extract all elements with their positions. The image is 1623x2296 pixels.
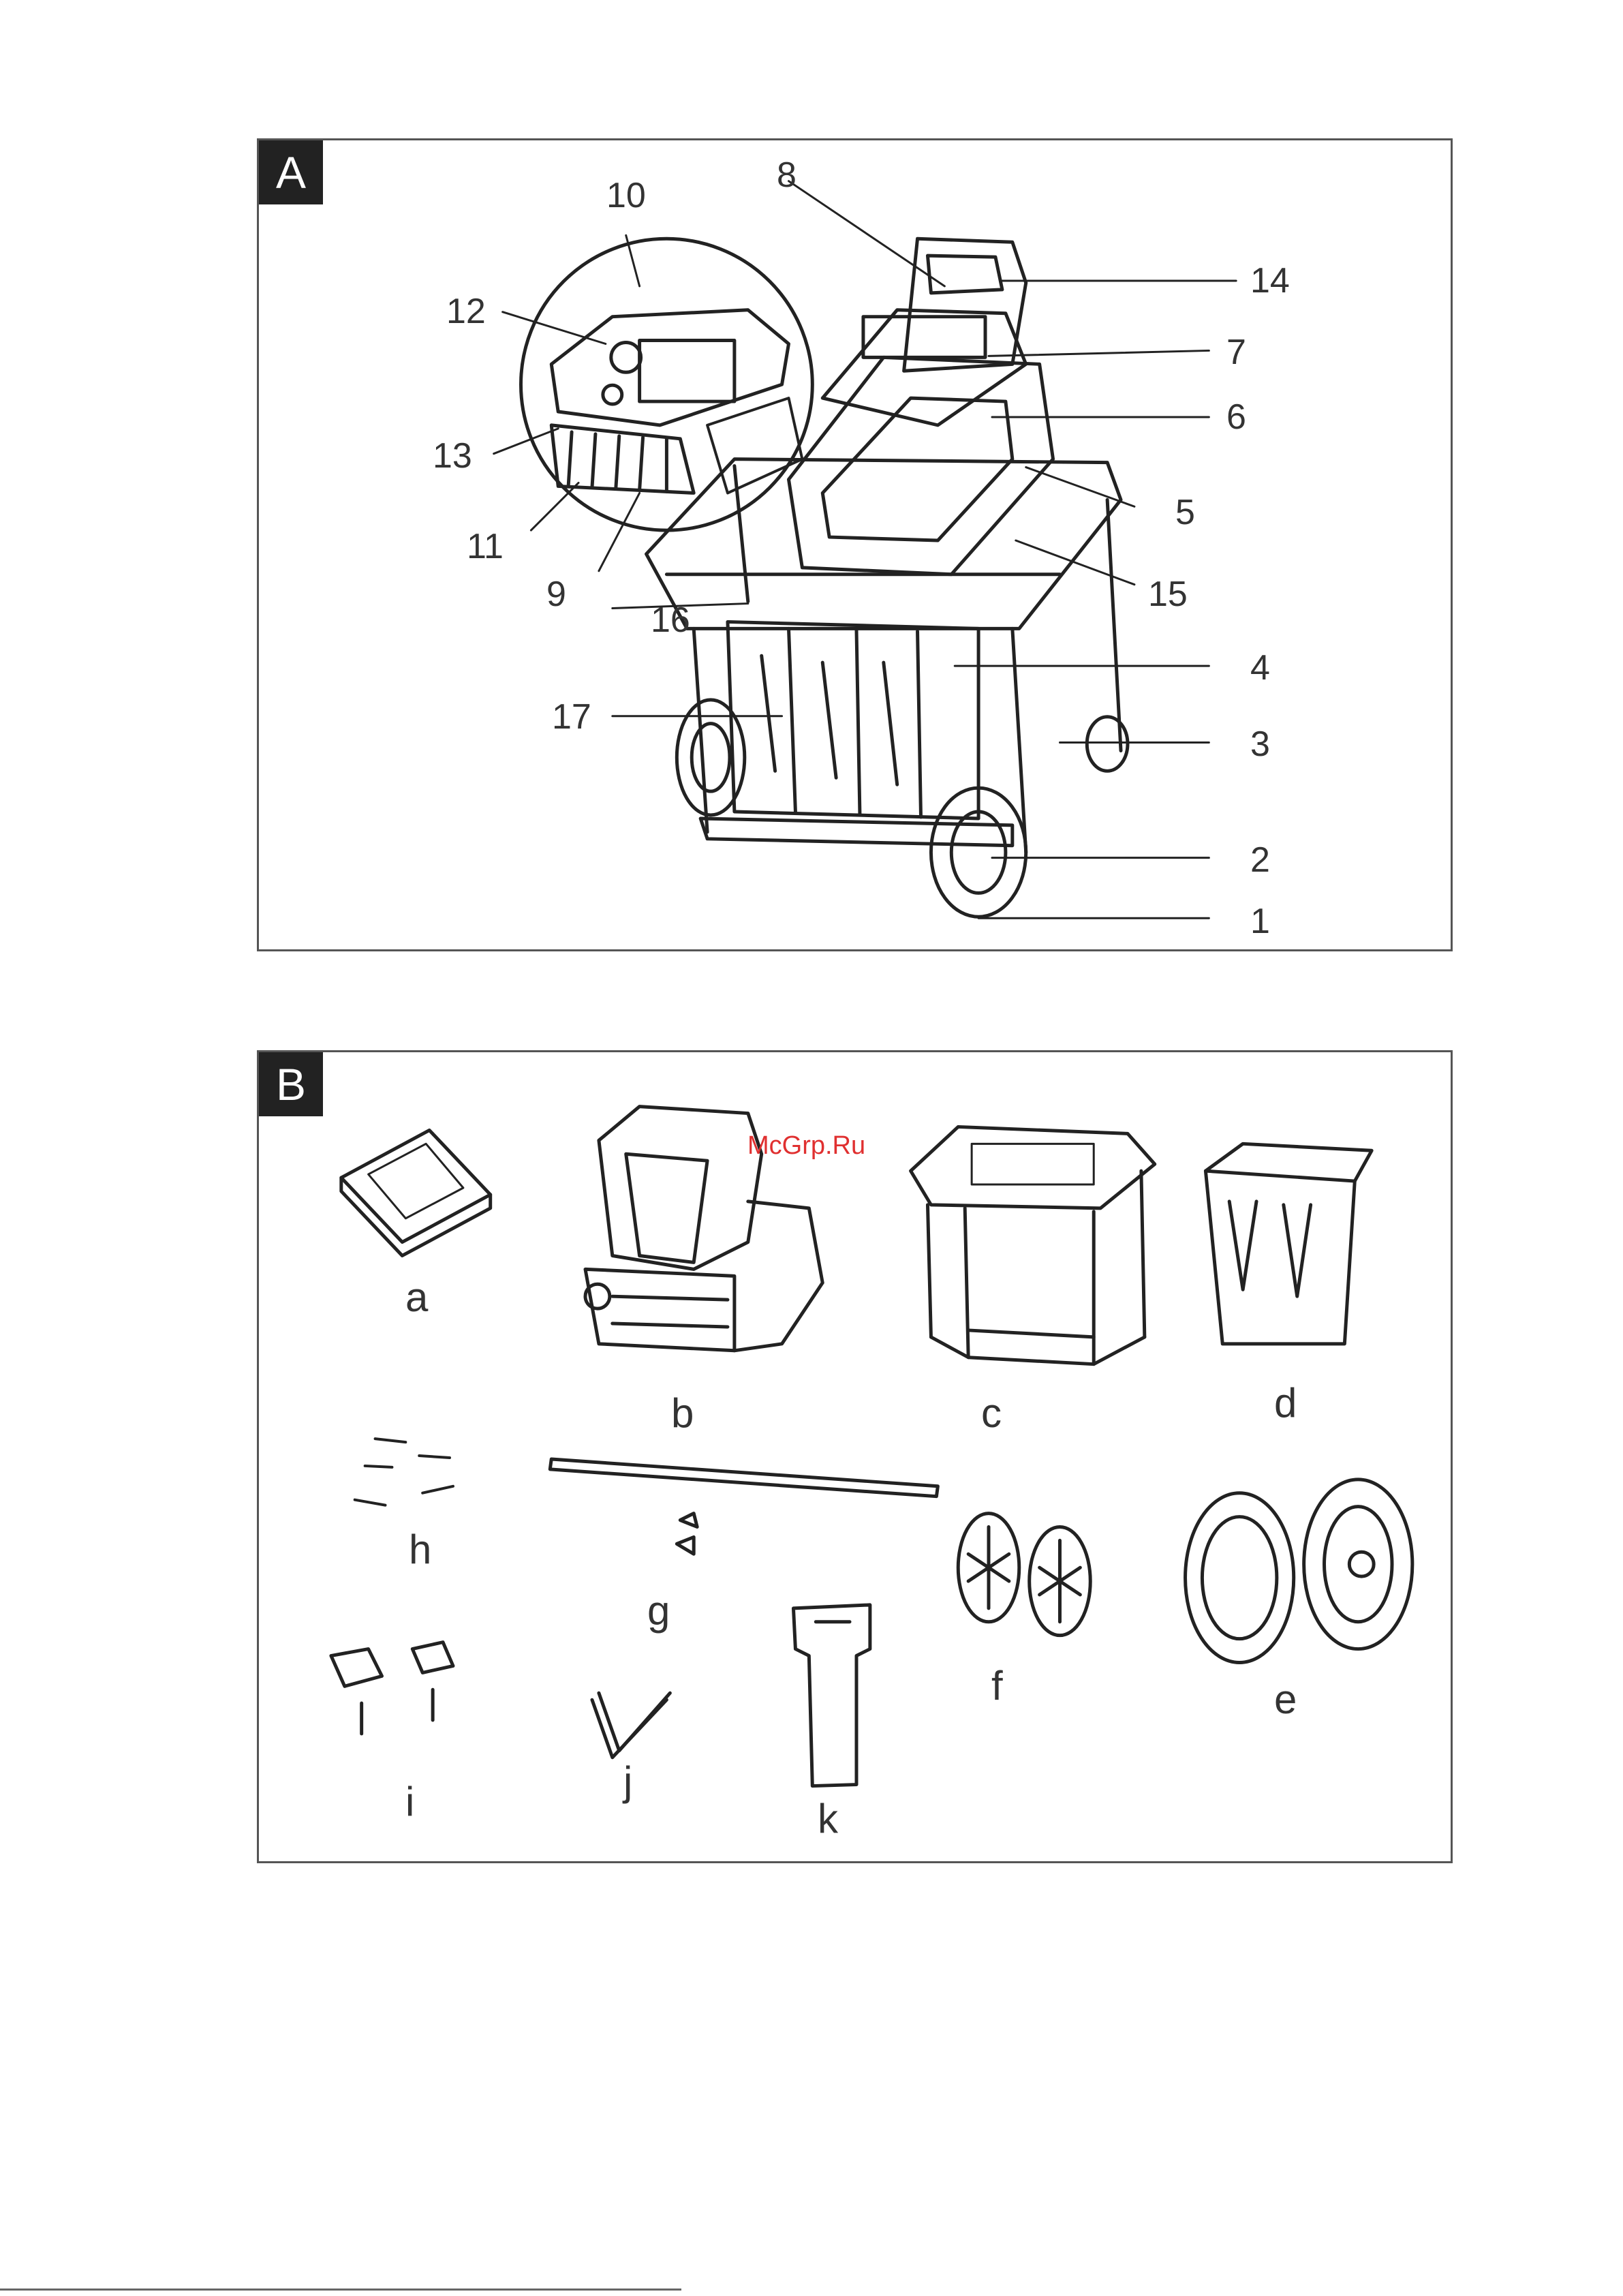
part-e-wheels bbox=[1186, 1480, 1412, 1663]
part-label-h: h bbox=[409, 1529, 431, 1570]
callout-10: 10 bbox=[606, 178, 646, 213]
callout-6: 6 bbox=[1226, 399, 1246, 435]
callout-13: 13 bbox=[433, 438, 472, 474]
callout-11: 11 bbox=[467, 529, 504, 564]
part-c-frame bbox=[911, 1127, 1155, 1364]
callout-3: 3 bbox=[1250, 726, 1270, 762]
part-label-k: k bbox=[818, 1798, 838, 1839]
part-label-f: f bbox=[991, 1666, 1003, 1706]
part-label-a: a bbox=[405, 1277, 428, 1318]
part-label-g: g bbox=[647, 1591, 670, 1632]
part-d-bin bbox=[1205, 1144, 1372, 1344]
part-k-pusher bbox=[793, 1605, 869, 1786]
part-label-j: j bbox=[623, 1761, 632, 1802]
callout-9: 9 bbox=[546, 577, 566, 612]
figure-b: B bbox=[257, 1050, 1453, 1863]
footer-rule bbox=[0, 2289, 681, 2291]
callout-8: 8 bbox=[777, 157, 797, 193]
part-a-manual bbox=[341, 1130, 491, 1255]
part-f-hubcaps bbox=[958, 1514, 1090, 1636]
part-label-d: d bbox=[1274, 1383, 1297, 1424]
callout-16: 16 bbox=[651, 602, 690, 638]
control-panel-detail bbox=[521, 239, 812, 530]
callout-5: 5 bbox=[1175, 495, 1195, 530]
part-j-hex-keys bbox=[592, 1693, 670, 1758]
callout-17: 17 bbox=[552, 699, 591, 735]
part-label-i: i bbox=[405, 1781, 414, 1822]
watermark: McGrp.Ru bbox=[747, 1131, 865, 1161]
leader-lines bbox=[494, 140, 1236, 918]
part-i-brackets bbox=[331, 1642, 453, 1734]
part-label-c: c bbox=[981, 1393, 1002, 1434]
callout-12: 12 bbox=[446, 294, 486, 329]
part-label-e: e bbox=[1274, 1679, 1297, 1720]
parts-illustration bbox=[259, 1052, 1451, 1861]
figure-a: A bbox=[257, 138, 1453, 951]
callout-7: 7 bbox=[1226, 335, 1246, 370]
part-g-axle bbox=[550, 1459, 938, 1554]
callout-4: 4 bbox=[1250, 650, 1270, 686]
callout-2: 2 bbox=[1250, 842, 1270, 878]
callout-15: 15 bbox=[1148, 577, 1188, 612]
part-h-screws bbox=[355, 1439, 453, 1505]
callout-14: 14 bbox=[1250, 263, 1290, 299]
part-label-b: b bbox=[671, 1393, 694, 1434]
callout-1: 1 bbox=[1250, 904, 1270, 939]
